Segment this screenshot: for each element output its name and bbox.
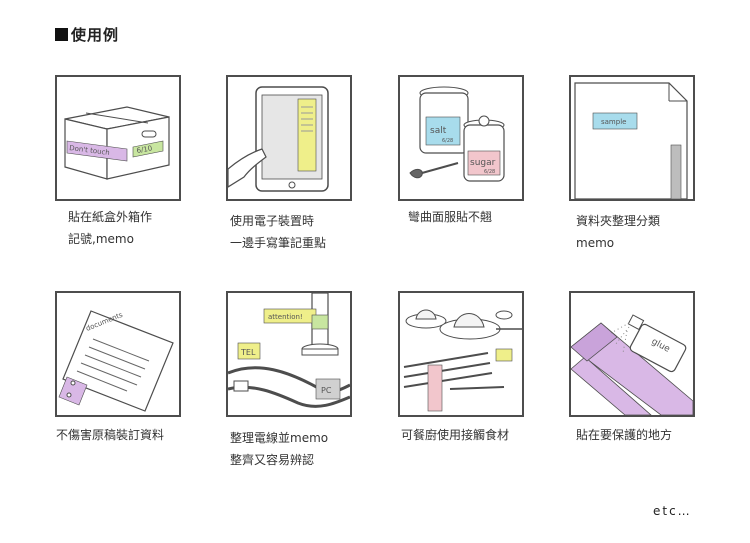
caption-cables: 整理電線並memo 整齊又容易辨認 (230, 427, 328, 471)
tablet-illustration (228, 86, 329, 192)
etc-text: etc… (653, 504, 692, 518)
example-card-food (398, 291, 524, 417)
caption-line: 貼在要保護的地方 (576, 428, 673, 442)
caption-box: 貼在紙盒外箱作 記號,memo (68, 206, 152, 250)
caption-line: 不傷害原稿裝訂資料 (56, 428, 165, 442)
pc-label-text: PC (321, 386, 332, 395)
section-header: 使用例 (55, 24, 119, 45)
square-bullet-icon (55, 28, 68, 41)
example-card-glue: glue (569, 291, 695, 417)
salt-date-text: 6/28 (442, 138, 453, 144)
clear-folder-illustration: sample (574, 82, 688, 199)
caption-line: memo (576, 236, 615, 250)
caption-tablet: 使用電子裝置時 一邊手寫筆記重點 (230, 210, 326, 254)
caption-line: 整理電線並memo (230, 431, 329, 445)
caption-folder: 資料夾整理分類 memo (576, 210, 660, 254)
caption-line: 可餐廚使用接觸食材 (401, 428, 510, 442)
caption-line: 一邊手寫筆記重點 (230, 236, 327, 250)
tag-date-text: 6/10 (136, 144, 153, 155)
cardboard-box-illustration: Don't touch 6/10 (64, 106, 170, 180)
caption-food: 可餐廚使用接觸食材 (401, 424, 509, 446)
example-card-cables: attention! TEL PC (226, 291, 352, 417)
salt-label-text: salt (430, 126, 447, 136)
tel-label-text: TEL (240, 348, 256, 357)
caption-line: 使用電子裝置時 (230, 214, 315, 228)
glue-illustration: glue (571, 314, 693, 415)
section-title: 使用例 (71, 26, 120, 44)
caption-glue: 貼在要保護的地方 (576, 424, 672, 446)
example-card-folder: sample (569, 75, 695, 201)
attention-label-text: attention! (268, 313, 303, 321)
caption-line: 彎曲面服貼不翹 (408, 210, 493, 224)
caption-jars: 彎曲面服貼不翹 (408, 206, 492, 228)
example-card-documents: documents (55, 291, 181, 417)
example-card-jars: salt 6/28 sugar 6/28 (398, 75, 524, 201)
caption-line: 記號,memo (68, 232, 134, 246)
sugar-label-text: sugar (470, 158, 496, 168)
documents-illustration: documents (58, 310, 174, 412)
cables-illustration: attention! TEL PC (228, 293, 350, 408)
food-illustration (403, 309, 522, 412)
caption-line: 貼在紙盒外箱作 (68, 210, 153, 224)
example-card-box: Don't touch 6/10 (55, 75, 181, 201)
example-card-tablet (226, 75, 352, 201)
sugar-date-text: 6/28 (484, 169, 495, 175)
spice-jars-illustration: salt 6/28 sugar 6/28 (409, 86, 505, 182)
caption-documents: 不傷害原稿裝訂資料 (56, 424, 164, 446)
caption-line: 整齊又容易辨認 (230, 453, 315, 467)
caption-line: 資料夾整理分類 (576, 214, 661, 228)
sample-label-text: sample (601, 118, 626, 126)
